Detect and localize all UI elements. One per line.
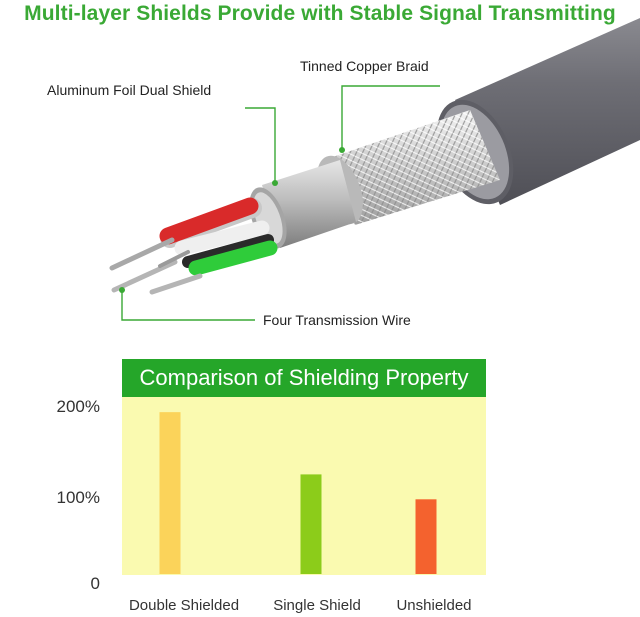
x-label-single: Single Shield xyxy=(273,597,361,614)
headline: Multi-layer Shields Provide with Stable … xyxy=(24,2,616,25)
bar-double xyxy=(159,412,181,574)
callout-foil: Aluminum Foil Dual Shield xyxy=(47,82,212,98)
callout-braid: Tinned Copper Braid xyxy=(300,58,429,74)
bar-unshielded xyxy=(415,499,437,574)
y-tick-100: 100% xyxy=(56,488,100,507)
leader-lines xyxy=(121,85,440,321)
bar-single xyxy=(300,474,322,574)
callout-wires: Four Transmission Wire xyxy=(263,312,411,328)
cable-illustration xyxy=(109,18,640,321)
transmission-wires xyxy=(109,197,278,295)
chart-title: Comparison of Shielding Property xyxy=(122,359,486,397)
x-label-double: Double Shielded xyxy=(128,597,240,614)
y-tick-200: 200% xyxy=(56,397,100,416)
x-label-unshielded: Unshielded xyxy=(396,597,472,614)
y-tick-0: 0 xyxy=(90,574,100,593)
